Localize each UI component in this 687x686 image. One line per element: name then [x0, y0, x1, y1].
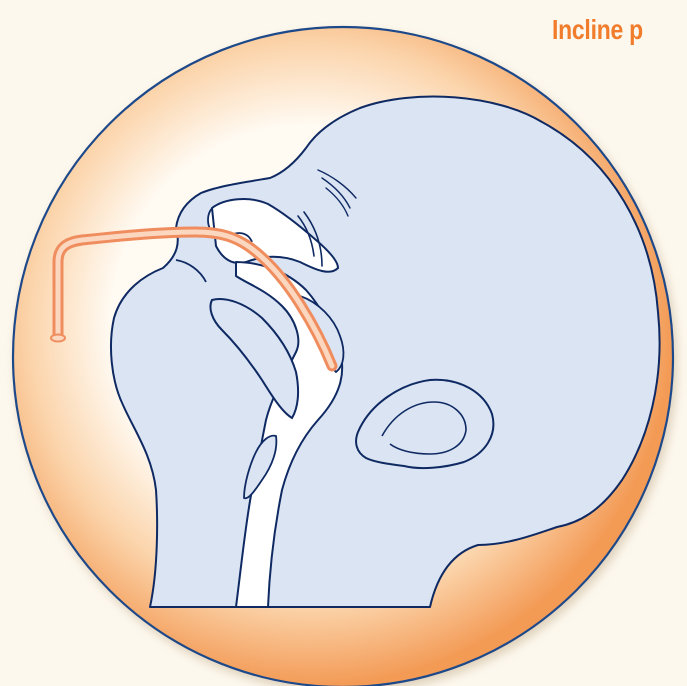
tube-opening	[51, 335, 65, 342]
